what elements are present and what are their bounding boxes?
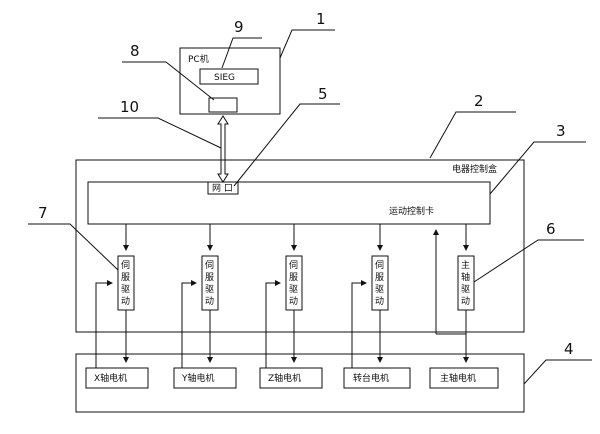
motor-x: X轴电机 xyxy=(85,367,149,389)
svg-text:伺: 伺 xyxy=(375,259,384,271)
motor-y-label: Y轴电机 xyxy=(181,372,215,384)
svg-text:驱: 驱 xyxy=(375,284,384,295)
motor-z-label: Z轴电机 xyxy=(268,372,301,384)
svg-text:伺: 伺 xyxy=(121,259,130,271)
svg-text:驱: 驱 xyxy=(461,284,470,295)
network-interface xyxy=(208,97,238,113)
motor-group: X轴电机 Y轴电机 Z轴电机 转台电机 主轴电机 xyxy=(75,353,525,413)
svg-text:轴: 轴 xyxy=(461,271,470,283)
motor-x-label: X轴电机 xyxy=(94,372,127,384)
network-port xyxy=(207,181,239,195)
callout-5: 5 xyxy=(318,85,328,103)
motor-spindle: 主轴电机 xyxy=(429,367,499,389)
spindle-drive: 主 轴 驱 动 xyxy=(457,224,475,311)
software-label: SIEG xyxy=(214,73,235,83)
drive-2: 伺 服 驱 动 xyxy=(201,224,219,311)
drive-4: 伺 服 驱 动 xyxy=(371,224,389,311)
network-link xyxy=(217,115,229,183)
network-port-label: 网 口 xyxy=(212,183,233,194)
callout-7: 7 xyxy=(38,204,48,222)
svg-text:服: 服 xyxy=(289,272,298,283)
svg-text:动: 动 xyxy=(121,296,130,307)
svg-text:动: 动 xyxy=(461,296,470,307)
motor-y: Y轴电机 xyxy=(173,367,237,389)
svg-text:驱: 驱 xyxy=(289,284,298,295)
callout-2: 2 xyxy=(474,92,484,110)
callout-9: 9 xyxy=(234,18,244,36)
svg-text:服: 服 xyxy=(375,272,384,283)
svg-text:动: 动 xyxy=(289,296,298,307)
spindle-feedback xyxy=(433,229,466,335)
svg-text:主: 主 xyxy=(461,259,470,271)
callout-1: 1 xyxy=(316,10,326,28)
callout-4: 4 xyxy=(564,340,574,358)
pc-title: PC机 xyxy=(188,53,209,65)
svg-text:动: 动 xyxy=(375,296,384,307)
drive-motor-links xyxy=(95,280,469,369)
callout-8: 8 xyxy=(130,42,140,60)
motion-card: 网 口 运动控制卡 xyxy=(87,181,491,225)
pc-unit: PC机 SIEG xyxy=(179,47,281,115)
control-box-label: 电器控制盒 xyxy=(452,163,497,175)
drive-3: 伺 服 驱 动 xyxy=(285,224,303,311)
callout-3: 3 xyxy=(556,122,566,140)
motor-rotary-label: 转台电机 xyxy=(353,372,389,384)
motor-rotary: 转台电机 xyxy=(343,367,411,389)
software-box xyxy=(199,68,259,85)
drives: 伺 服 驱 动 伺 服 驱 动 伺 服 驱 动 伺 服 驱 动 xyxy=(117,224,475,311)
callout-6: 6 xyxy=(546,220,556,238)
callout-10: 10 xyxy=(120,98,139,116)
svg-text:服: 服 xyxy=(205,272,214,283)
motion-card-label: 运动控制卡 xyxy=(389,205,434,217)
svg-text:伺: 伺 xyxy=(289,259,298,271)
svg-text:驱: 驱 xyxy=(121,284,130,295)
svg-text:伺: 伺 xyxy=(205,259,214,271)
motor-spindle-label: 主轴电机 xyxy=(440,372,476,384)
svg-text:驱: 驱 xyxy=(205,284,214,295)
motor-z: Z轴电机 xyxy=(259,367,323,389)
callouts: 1 9 8 10 5 2 3 6 7 4 xyxy=(28,10,592,385)
svg-text:动: 动 xyxy=(205,296,214,307)
control-box: 电器控制盒 xyxy=(75,159,525,333)
svg-text:服: 服 xyxy=(121,272,130,283)
drive-1: 伺 服 驱 动 xyxy=(117,224,135,311)
